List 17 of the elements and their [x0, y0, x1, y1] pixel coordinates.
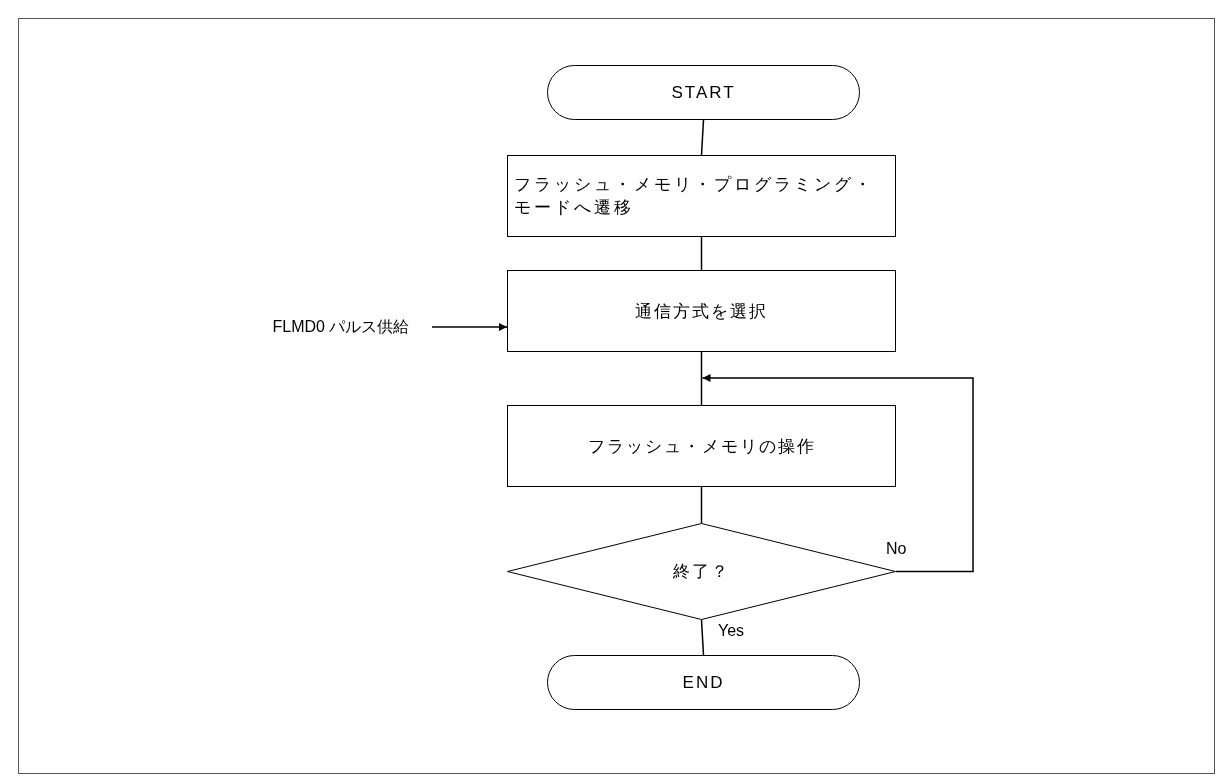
node-text: 終了？: [673, 561, 730, 583]
node-text: START: [671, 82, 736, 103]
node-text: 通信方式を選択: [635, 300, 768, 323]
connector-line: [700, 619, 705, 656]
arrow: [431, 323, 508, 331]
process-box: [507, 155, 896, 237]
process-box: [507, 270, 896, 352]
arrow: [701, 374, 974, 573]
connector-line: [700, 119, 705, 156]
node-text: フラッシュ・メモリの操作: [587, 435, 816, 458]
process-box: [507, 405, 896, 487]
node-text: フラッシュ・メモリ・プログラミング・モードへ遷移: [514, 174, 875, 219]
node-text: END: [682, 672, 725, 693]
connector-line: [700, 351, 703, 406]
input-signal-label: FLMD0 パルス供給: [272, 316, 410, 337]
connector-line: [700, 486, 703, 524]
connector-line: [700, 236, 703, 271]
